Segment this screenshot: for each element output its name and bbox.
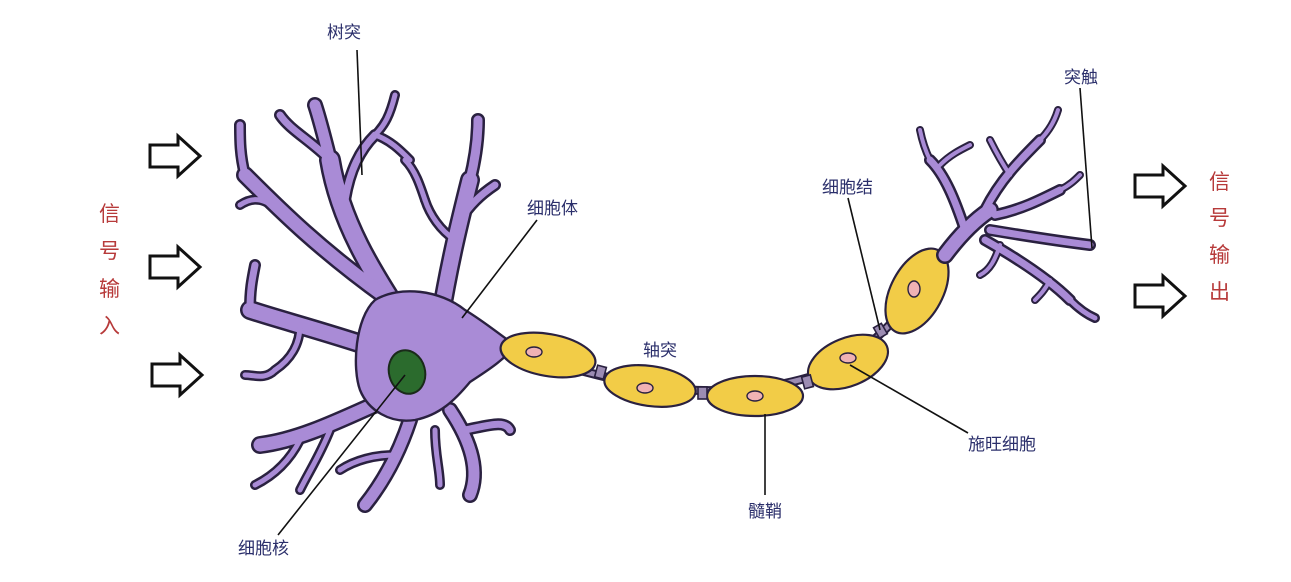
svg-text:信: 信 [99, 202, 120, 226]
svg-text:号: 号 [99, 239, 120, 263]
cell-body [354, 290, 517, 422]
myelin-segment [705, 374, 805, 418]
label-schwann-cell: 施旺细胞 [968, 435, 1036, 455]
leader-schwann [849, 364, 969, 434]
leader-node [847, 197, 881, 331]
svg-text:信: 信 [1209, 170, 1230, 194]
svg-text:输: 输 [99, 277, 120, 301]
output-arrow-icon [1133, 272, 1188, 320]
signal-input-label: 信 号 输 入 [99, 202, 120, 338]
nodes-of-ranvier [593, 322, 889, 400]
output-arrows [1133, 162, 1188, 320]
svg-text:输: 输 [1209, 243, 1230, 267]
label-myelin-sheath: 髓鞘 [748, 502, 782, 522]
label-axon: 轴突 [643, 341, 677, 361]
leader-cell-body [461, 219, 538, 319]
label-synapse: 突触 [1064, 68, 1098, 88]
leader-synapse [1079, 87, 1093, 249]
myelin-segment [499, 331, 597, 379]
input-arrow-icon [148, 132, 203, 180]
output-arrow-icon [1133, 162, 1188, 210]
myelin-sheath [499, 247, 950, 418]
leader-dendrite [356, 49, 363, 176]
input-arrow-icon [150, 351, 205, 399]
leader-lines [277, 49, 1093, 536]
svg-text:入: 入 [99, 314, 120, 338]
leader-nucleus [277, 374, 406, 536]
label-dendrite: 树突 [327, 23, 361, 43]
myelin-segment [884, 247, 950, 335]
svg-text:出: 出 [1209, 280, 1230, 304]
signal-output-label: 信 号 输 出 [1209, 170, 1230, 304]
label-node-of-ranvier: 细胞结 [822, 178, 873, 198]
input-arrows [148, 132, 205, 399]
label-nucleus: 细胞核 [238, 539, 289, 559]
svg-text:号: 号 [1209, 206, 1230, 230]
axon-terminals [916, 106, 1100, 323]
myelin-segment [603, 364, 697, 408]
label-cell-body: 细胞体 [527, 199, 578, 219]
input-arrow-icon [148, 243, 203, 291]
